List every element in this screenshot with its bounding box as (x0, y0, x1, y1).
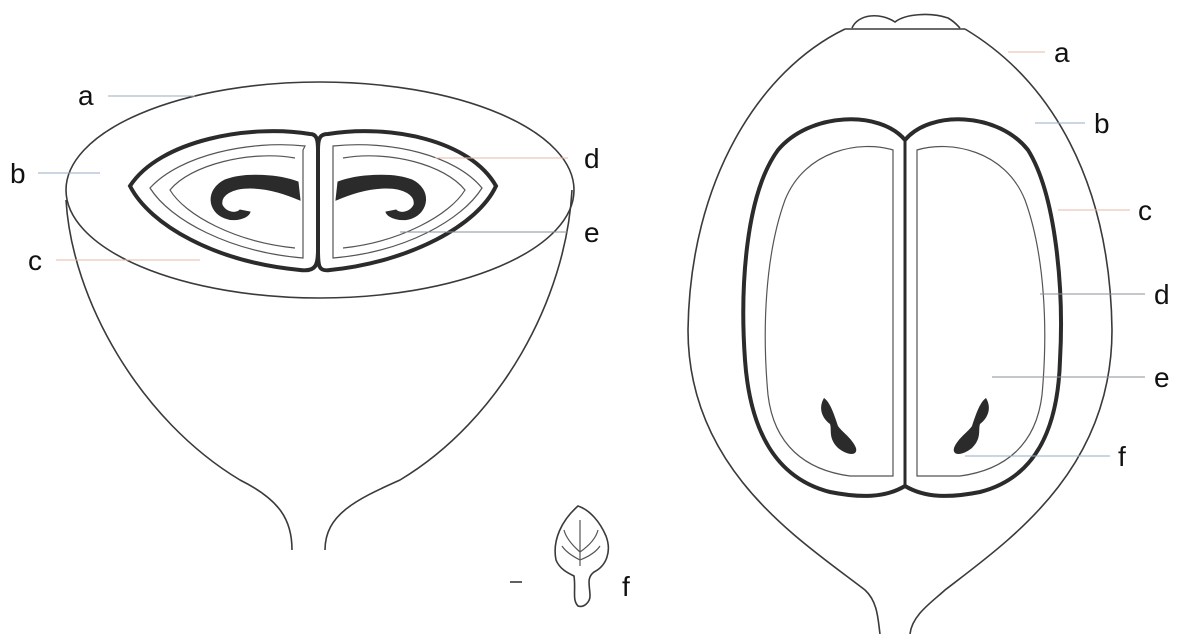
right-berry-outline (688, 29, 1112, 634)
right-endosperm-right (917, 147, 1045, 476)
left-embryo-hook-left (211, 175, 300, 219)
left-label-d: d (584, 143, 600, 174)
right-embryo-right (954, 398, 989, 454)
right-figure: a b c d e f (688, 15, 1170, 634)
left-label-a: a (78, 80, 94, 111)
right-endosperm-left (765, 147, 893, 476)
right-label-a: a (1054, 37, 1070, 68)
embryo-inset-shape (555, 506, 608, 606)
left-figure: a b c d e (10, 80, 600, 550)
right-label-d: d (1154, 279, 1170, 310)
left-membrane-left (150, 145, 305, 258)
left-label-e: e (584, 217, 600, 248)
left-embryo-hook-right (336, 175, 426, 219)
embryo-inset: f (510, 506, 630, 606)
right-label-b: b (1094, 108, 1110, 139)
embryo-inset-veins (562, 520, 600, 566)
embryo-inset-label-f: f (622, 571, 630, 602)
right-embryo-left (821, 398, 856, 454)
right-label-c: c (1138, 195, 1152, 226)
right-calyx-remnant (852, 15, 960, 28)
left-label-c: c (28, 245, 42, 276)
left-label-b: b (10, 158, 26, 189)
right-label-f: f (1118, 441, 1126, 472)
right-label-e: e (1154, 362, 1170, 393)
left-seed-coat-right (318, 131, 496, 270)
left-seed-coat-left (130, 131, 318, 270)
left-endosperm-left (170, 156, 295, 248)
right-seed-coat (743, 119, 1061, 496)
left-membrane-right (333, 145, 482, 258)
